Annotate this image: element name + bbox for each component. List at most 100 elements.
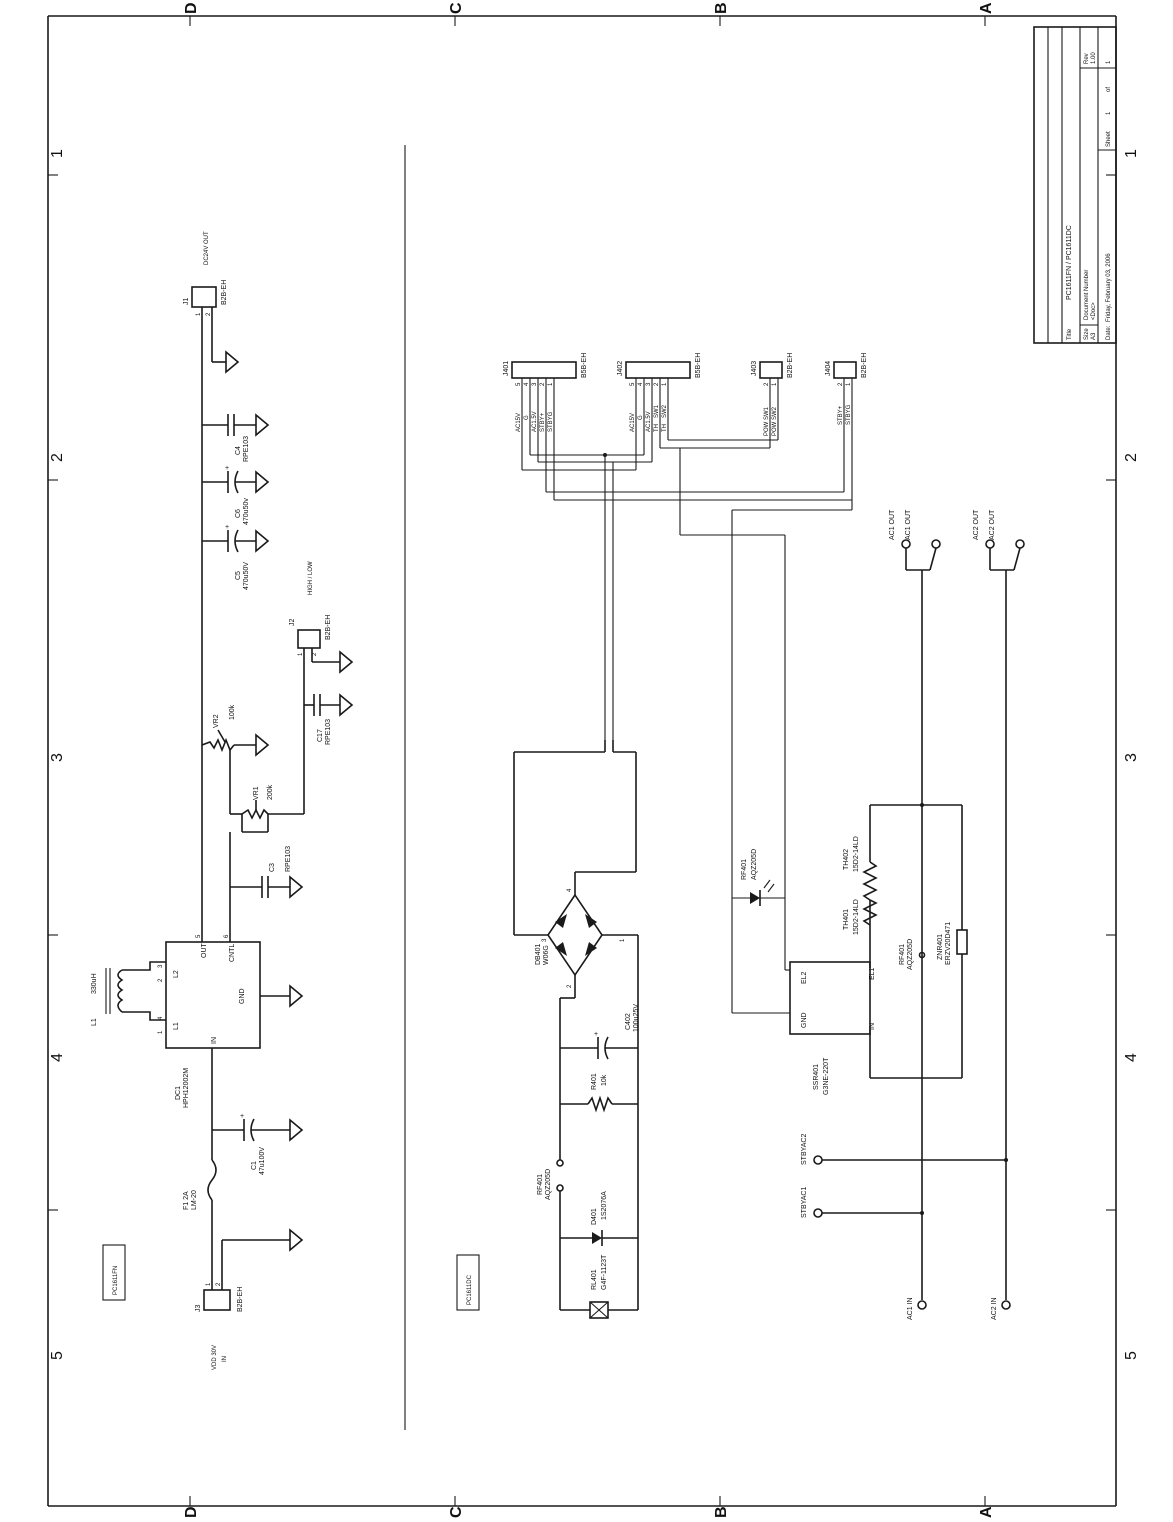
th402-ref: TH402	[843, 849, 850, 870]
ac1-out-terminal-b	[931, 539, 941, 549]
d401-diode	[592, 1232, 602, 1244]
rf401c-value: AQZ205D	[907, 939, 914, 970]
rf401c-ref: RF401	[899, 944, 906, 965]
j402-num-1: 1	[662, 382, 668, 386]
j401-num-2: 2	[540, 382, 546, 386]
zone-letter-bottom-c: C	[448, 1506, 465, 1518]
ac1-out-label-a: AC1 OUT	[889, 509, 896, 540]
j3-value: B2B-EH	[237, 1287, 244, 1312]
j401-num-3: 3	[532, 382, 538, 386]
vr1-resistor	[241, 808, 269, 820]
j2-desc: HIGH / LOW	[308, 561, 314, 595]
ground-icon	[255, 529, 270, 553]
ground-icon	[255, 413, 270, 437]
j403-num-1: 1	[772, 382, 778, 386]
zone-letter-top-a: A	[978, 2, 995, 14]
j401-pin-ac15v: AC15V	[516, 413, 522, 432]
c5-polarity: +	[225, 524, 229, 531]
ground-icon	[289, 875, 304, 899]
j1-value: B2B-EH	[221, 280, 228, 305]
j404-ref: J404	[825, 361, 832, 376]
sheet-number: 1	[1106, 111, 1112, 115]
j402-num-4: 4	[638, 382, 644, 386]
board-pc1611fn: J1 B2B-EH DC24V OUT 1 2 C4 RPE103 + C6 4…	[91, 231, 354, 1370]
zone-number-left-3: 3	[49, 753, 66, 762]
size-key: Size	[1084, 328, 1090, 340]
sheet-key: Sheet	[1106, 131, 1112, 147]
j401-pin-g: G	[524, 415, 530, 420]
j2-connector	[297, 629, 321, 649]
zone-number-left-5: 5	[49, 1351, 66, 1360]
zone-letter-bottom-a: A	[978, 1506, 995, 1518]
j403-value: B2B-EH	[787, 353, 794, 378]
c1-value: 47u100V	[259, 1147, 266, 1175]
zone-labels: D C B A D C B A 1 2 3 4 5 1 2 3 4 5	[49, 2, 1140, 1518]
stbyac1-label: STBYAC1	[801, 1187, 808, 1218]
l1-inductor	[117, 969, 124, 1013]
j403-pin-pow-sw2: POW SW2	[772, 406, 778, 436]
zone-number-right-1: 1	[1123, 149, 1140, 158]
j402-connector	[625, 361, 691, 379]
th401-value: 15D2-14LD	[853, 899, 860, 935]
title-block: Title PC1611FN / PC1611DC Size A3 Docume…	[1033, 26, 1117, 344]
j402-pin-sw1: SW1	[654, 404, 660, 418]
dc1-pin-in: IN	[211, 1037, 218, 1044]
j402-num-5: 5	[630, 382, 636, 386]
j401-connector	[511, 361, 577, 379]
dc1-pin-out: OUT	[201, 943, 208, 959]
dc1-ref: DC1	[175, 1086, 182, 1100]
j401-pin-stbyg: STBYG	[548, 411, 554, 432]
date-value: Friday, February 03, 2006	[1106, 253, 1112, 322]
dc1-pin-l2: L2	[173, 970, 180, 978]
j1-desc: DC24V OUT	[204, 231, 210, 265]
board-label-fn: PC1611FN	[113, 1266, 119, 1295]
dc1-pin-2: 2	[158, 978, 164, 982]
j401-pin-ac1-5v: AC1.5V	[532, 411, 538, 432]
j401-num-1: 1	[548, 382, 554, 386]
j402-num-3: 3	[646, 382, 652, 386]
zone-number-left-4: 4	[49, 1053, 66, 1062]
c1-polarity: +	[240, 1113, 244, 1120]
ac2-in-terminal	[1001, 1300, 1011, 1310]
dc1-pin-1: 1	[158, 1030, 164, 1034]
j404-pin-stby-plus: STBY+	[838, 405, 844, 425]
db-pin-2: 2	[567, 984, 573, 988]
j3-desc-1: VDD 30V	[212, 1345, 218, 1370]
vr1-value: 200k	[267, 784, 274, 800]
c402-value: 100u25V	[633, 1004, 640, 1032]
db401-bridge	[547, 893, 603, 977]
ac1-out-terminal-a	[901, 539, 911, 549]
j404-num-1: 1	[846, 382, 852, 386]
ac2-out-label-b: AC2 OUT	[989, 509, 996, 540]
dc1-pin-gnd: GND	[239, 988, 246, 1004]
db-pin-1: 1	[620, 938, 626, 942]
dc1-pin-cntl: CNTL	[229, 944, 236, 962]
c4-ref: C4	[235, 446, 242, 455]
j402-pin-g: G	[638, 415, 644, 420]
j404-num-2: 2	[838, 382, 844, 386]
c6-value: 470u50v	[243, 498, 250, 525]
stbyac2-label: STBYAC2	[801, 1134, 808, 1165]
c402-ref: C402	[625, 1013, 632, 1030]
ac2-out-label-a: AC2 OUT	[973, 509, 980, 540]
c17-ref: C17	[317, 729, 324, 742]
j404-value: B2B-EH	[861, 353, 868, 378]
title-value: PC1611FN / PC1611DC	[1066, 225, 1073, 300]
c17-value: RPE103	[325, 719, 332, 745]
db401-value: W06G	[543, 945, 550, 965]
rf401a-ref: RF401	[537, 1174, 544, 1195]
j1-ref: J1	[183, 298, 190, 306]
j3-pin-2: 2	[216, 1282, 222, 1286]
j402-pin-th-2: TH	[662, 424, 668, 432]
znr401-ref: ZNR401	[937, 934, 944, 960]
zone-number-right-3: 3	[1123, 753, 1140, 762]
znr401-value: ERZV20D471	[945, 922, 952, 965]
j401-num-4: 4	[524, 382, 530, 386]
vr2-resistor	[201, 737, 235, 753]
vr2-value: 100k	[229, 704, 236, 720]
dc1-pin-6: 6	[224, 934, 230, 938]
ground-icon	[289, 984, 304, 1008]
sheet-total: 1	[1106, 60, 1112, 64]
size-value: A3	[1091, 332, 1097, 340]
